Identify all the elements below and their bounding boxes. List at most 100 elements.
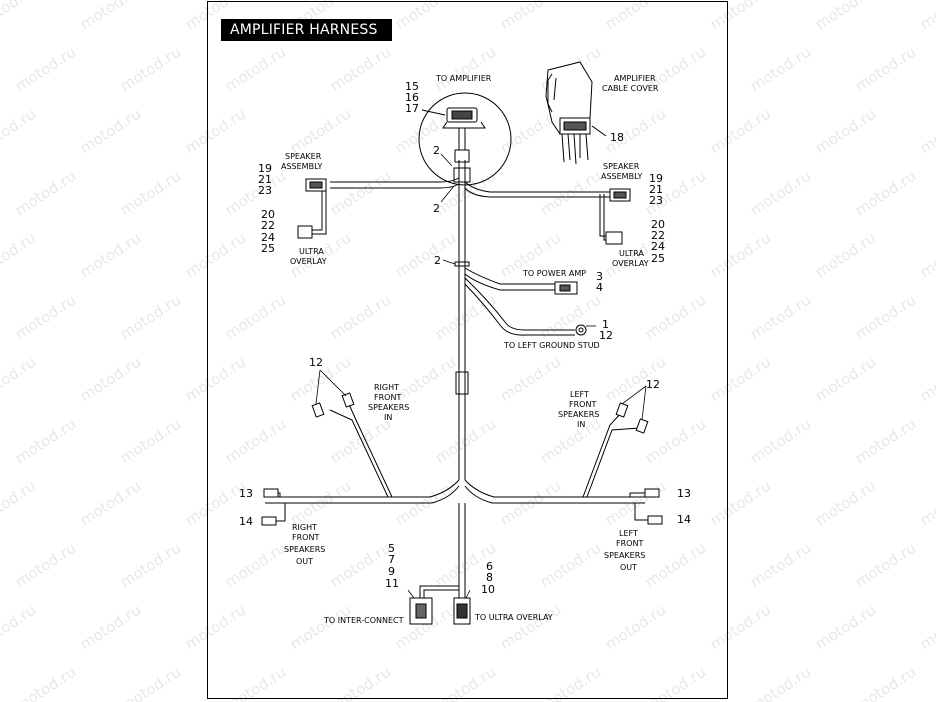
label-speaker-assembly-left-1: SPEAKER — [285, 152, 322, 161]
tie-wrap — [454, 261, 470, 267]
watermark-text: motod.ru — [327, 43, 395, 96]
watermark-text: motod.ru — [497, 353, 565, 406]
watermark-text: motod.ru — [12, 291, 80, 344]
label-lfs-in-3: SPEAKERS — [558, 410, 599, 419]
lead-inter-connect — [419, 585, 459, 598]
watermark-text: motod.ru — [707, 0, 775, 33]
watermark-text: motod.ru — [0, 105, 39, 158]
watermark-text: motod.ru — [222, 663, 290, 702]
amplifier-detail — [418, 92, 512, 186]
label-ultra-overlay-left-2: OVERLAY — [290, 257, 327, 266]
label-to-ultra-overlay: TO ULTRA OVERLAY — [474, 613, 553, 622]
watermark-text: motod.ru — [852, 663, 920, 702]
callout-2-a: 2 — [433, 144, 440, 157]
connectors — [261, 178, 663, 625]
connector-right-out-13 — [263, 488, 279, 498]
label-rfs-in-4: IN — [384, 413, 392, 422]
watermark-text: motod.ru — [537, 539, 605, 592]
watermark-text: motod.ru — [117, 663, 185, 702]
watermark-text: motod.ru — [222, 43, 290, 96]
watermark-text: motod.ru — [852, 539, 920, 592]
label-rfs-out-4: OUT — [296, 557, 313, 566]
watermark-text: motod.ru — [0, 0, 39, 33]
watermark-text: motod.ru — [812, 601, 880, 654]
callout-17: 17 — [405, 102, 419, 115]
callout-13-right: 13 — [239, 487, 253, 500]
callout-4: 4 — [596, 281, 603, 294]
watermark-text: motod.ru — [432, 43, 500, 96]
leader-lines — [315, 153, 647, 599]
watermark-text: motod.ru — [222, 415, 290, 468]
watermark-text: motod.ru — [182, 601, 250, 654]
label-to-power-amp: TO POWER AMP — [522, 269, 586, 278]
trunk-collar — [454, 149, 470, 163]
callout-2-b: 2 — [433, 202, 440, 215]
harness-wiring — [265, 149, 648, 598]
watermark-text: motod.ru — [707, 601, 775, 654]
callout-22-right: 22 — [651, 229, 665, 242]
watermark-text: motod.ru — [707, 229, 775, 282]
label-lfs-in-1: LEFT — [570, 390, 589, 399]
callout-6: 6 — [486, 560, 493, 573]
callout-22-left: 22 — [261, 219, 275, 232]
watermark-text: motod.ru — [12, 43, 80, 96]
connector-ultra-right — [605, 231, 623, 245]
callout-8: 8 — [486, 571, 493, 584]
watermark-text: motod.ru — [182, 353, 250, 406]
label-rfs-out-2: FRONT — [292, 533, 319, 542]
callout-14-right: 14 — [239, 515, 253, 528]
callout-1: 1 — [602, 318, 609, 331]
watermark-text: motod.ru — [537, 167, 605, 220]
watermark-text: motod.ru — [497, 601, 565, 654]
watermark-text: motod.ru — [852, 291, 920, 344]
watermark-text: motod.ru — [747, 539, 815, 592]
watermark-text: motod.ru — [432, 663, 500, 702]
label-speaker-assembly-left-2: ASSEMBLY — [281, 162, 322, 171]
label-ultra-overlay-right-1: ULTRA — [619, 249, 644, 258]
watermark-text: motod.ru — [77, 601, 145, 654]
branch-left-speaker — [330, 177, 460, 183]
trunk-sleeve — [455, 371, 469, 395]
watermark-text: motod.ru — [917, 353, 936, 406]
callout-12-left: 12 — [646, 378, 660, 391]
watermark-text: motod.ru — [917, 229, 936, 282]
ring-terminal — [575, 324, 587, 336]
watermark-text: motod.ru — [77, 105, 145, 158]
connector-right-in-a — [311, 402, 325, 418]
watermark-text: motod.ru — [852, 43, 920, 96]
lead-left-ultra — [310, 186, 323, 231]
watermark-text: motod.ru — [392, 0, 460, 33]
callout-20-right: 20 — [651, 218, 665, 231]
watermark-text: motod.ru — [852, 415, 920, 468]
label-rfs-in-3: SPEAKERS — [368, 403, 409, 412]
callout-18: 18 — [610, 131, 624, 144]
watermark-text: motod.ru — [117, 167, 185, 220]
callout-5: 5 — [388, 542, 395, 555]
callout-3: 3 — [596, 270, 603, 283]
watermark-text: motod.ru — [0, 477, 39, 530]
label-lfs-out-2: FRONT — [616, 539, 643, 548]
watermark-text: motod.ru — [327, 415, 395, 468]
connector-left-out-14 — [647, 515, 663, 525]
callout-7: 7 — [388, 553, 395, 566]
watermark-text: motod.ru — [812, 0, 880, 33]
connector-left-in-b — [635, 418, 649, 434]
watermark-text: motod.ru — [642, 415, 710, 468]
label-lfs-in-2: FRONT — [569, 400, 596, 409]
watermark-text: motod.ru — [222, 167, 290, 220]
watermark-text: motod.ru — [77, 477, 145, 530]
detail-circle — [418, 92, 512, 186]
callout-15: 15 — [405, 80, 419, 93]
watermark-text: motod.ru — [917, 105, 936, 158]
watermark-text: motod.ru — [77, 353, 145, 406]
watermark-text: motod.ru — [812, 229, 880, 282]
watermark-text: motod.ru — [222, 291, 290, 344]
callout-25-right: 25 — [651, 252, 665, 265]
watermark-text: motod.ru — [497, 0, 565, 33]
watermark-text: motod.ru — [0, 229, 39, 282]
watermark-text: motod.ru — [117, 415, 185, 468]
watermark-text: motod.ru — [852, 167, 920, 220]
watermark-text: motod.ru — [707, 353, 775, 406]
watermark-text: motod.ru — [602, 0, 670, 33]
